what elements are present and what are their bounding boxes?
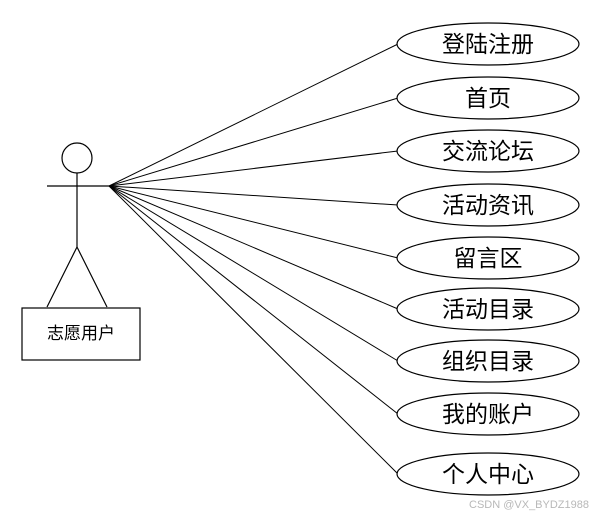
use-case: 个人中心 bbox=[396, 452, 580, 496]
use-case: 留言区 bbox=[396, 236, 580, 280]
actor-right-leg bbox=[76, 246, 108, 308]
actor-figure bbox=[46, 142, 109, 308]
actor-label-frame bbox=[21, 307, 141, 361]
use-case-ellipse bbox=[396, 392, 580, 436]
use-case-label: 活动资讯 bbox=[442, 193, 534, 219]
use-case-label: 留言区 bbox=[454, 246, 523, 272]
use-case-ellipse bbox=[396, 287, 580, 331]
association-line bbox=[108, 185, 399, 415]
actor-label: 志愿用户 bbox=[47, 324, 115, 344]
use-case-label: 我的账户 bbox=[442, 402, 534, 428]
association-line bbox=[108, 185, 399, 310]
association-line bbox=[108, 185, 399, 475]
use-case: 活动资讯 bbox=[396, 183, 580, 227]
use-case-ellipse bbox=[396, 22, 580, 66]
watermark: CSDN @VX_BYDZ1988 bbox=[469, 499, 589, 511]
use-case: 活动目录 bbox=[396, 287, 580, 331]
use-case-ellipse bbox=[396, 183, 580, 227]
use-case-ellipse bbox=[396, 236, 580, 280]
use-case-label: 组织目录 bbox=[442, 349, 534, 375]
association-lines bbox=[108, 43, 399, 475]
use-case-label: 个人中心 bbox=[442, 462, 534, 488]
actor-label-box: 志愿用户 bbox=[21, 307, 141, 361]
use-case: 首页 bbox=[396, 76, 580, 120]
association-line bbox=[108, 97, 399, 187]
use-case: 组织目录 bbox=[396, 339, 580, 383]
use-case-ellipse bbox=[396, 76, 580, 120]
association-line bbox=[108, 185, 399, 362]
use-case-label: 活动目录 bbox=[442, 297, 534, 323]
association-line bbox=[108, 43, 399, 187]
use-case-label: 交流论坛 bbox=[442, 139, 534, 165]
use-case-ellipse bbox=[396, 129, 580, 173]
use-case-ellipse bbox=[396, 452, 580, 496]
use-case-label: 登陆注册 bbox=[442, 32, 534, 58]
use-case: 我的账户 bbox=[396, 392, 580, 436]
use-case-ellipse bbox=[396, 339, 580, 383]
use-case-label: 首页 bbox=[465, 86, 511, 112]
association-line bbox=[108, 150, 399, 187]
use-case: 交流论坛 bbox=[396, 129, 580, 173]
association-line bbox=[108, 185, 399, 206]
use-case: 登陆注册 bbox=[396, 22, 580, 66]
actor-head bbox=[61, 142, 93, 174]
association-line bbox=[108, 185, 399, 259]
actor-left-leg bbox=[46, 246, 78, 308]
